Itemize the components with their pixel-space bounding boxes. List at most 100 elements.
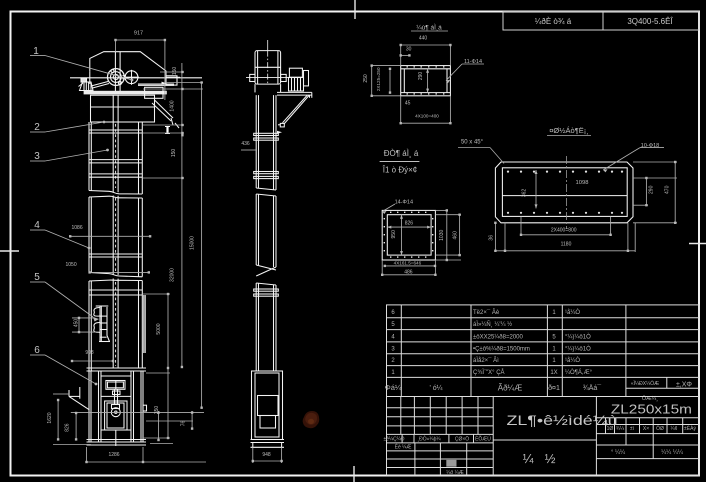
svg-text:2: 2	[34, 122, 40, 133]
svg-text:1: 1	[552, 347, 556, 353]
svg-text:1: 1	[552, 358, 556, 364]
svg-text:1286: 1286	[108, 452, 119, 458]
svg-text:±,XΦ: ±,XΦ	[676, 382, 692, 389]
svg-text:948: 948	[262, 452, 271, 458]
svg-text:436: 436	[241, 141, 250, 147]
svg-text:2X400=800: 2X400=800	[551, 228, 577, 234]
svg-text:¾Äá¯: ¾Äá¯	[583, 384, 601, 392]
svg-text:45: 45	[405, 101, 411, 107]
svg-text:5000: 5000	[156, 323, 162, 334]
svg-text:6: 6	[34, 345, 40, 356]
svg-text:2X125=250: 2X125=250	[376, 67, 381, 91]
svg-text:10-Φ18: 10-Φ18	[641, 143, 659, 149]
svg-text:4X161.5=646: 4X161.5=646	[394, 261, 422, 266]
svg-text:917: 917	[134, 31, 143, 37]
svg-text:ÈÕÆÚ: ÈÕÆÚ	[475, 436, 491, 443]
svg-text:5: 5	[391, 322, 395, 328]
svg-text:350: 350	[154, 406, 160, 415]
svg-text:¼Ò¶Á,Æ°: ¼Ò¶Á,Æ°	[565, 369, 593, 376]
svg-text:290: 290	[418, 72, 424, 81]
svg-text:486: 486	[404, 269, 413, 275]
svg-text:áÏå2×¯ Âì: áÏå2×¯ Âì	[473, 357, 499, 364]
svg-text:°¼)¼ô1Ò: °¼)¼ô1Ò	[565, 334, 591, 341]
svg-text:5: 5	[552, 335, 556, 341]
svg-text:¼ù¶ áÌ¸á: ¼ù¶ áÌ¸á	[416, 23, 442, 32]
svg-text:¼¼ ¼¼: ¼¼ ¼¼	[661, 450, 684, 456]
svg-text:950: 950	[391, 230, 397, 239]
svg-text:Τë2×¯ Âè: Τë2×¯ Âè	[473, 309, 500, 316]
svg-text:460: 460	[453, 231, 459, 240]
svg-text:4: 4	[34, 220, 40, 231]
svg-text:362: 362	[522, 189, 528, 198]
svg-text:¸ÐÒ»¼þ¼: ¸ÐÒ»¼þ¼	[417, 436, 441, 443]
svg-text:ð¤1: ð¤1	[548, 384, 560, 392]
svg-text:ZL250x15m: ZL250x15m	[611, 402, 692, 417]
svg-text:•Ç±ô%¼ð8=1500mm: •Ç±ô%¼ð8=1500mm	[473, 346, 530, 353]
svg-text:470: 470	[664, 185, 670, 194]
svg-text:1: 1	[552, 310, 556, 316]
svg-text:11-Φ14: 11-Φ14	[464, 59, 482, 65]
svg-text:¼ð ¼Æ: ¼ð ¼Æ	[446, 469, 464, 476]
svg-text:' ó¼: ' ó¼	[429, 385, 442, 392]
svg-text:° ¼¼: ° ¼¼	[611, 450, 626, 456]
svg-text:1098: 1098	[576, 180, 589, 186]
svg-text:1086: 1086	[72, 225, 83, 231]
svg-text:¹å¼Ò: ¹å¼Ò	[565, 309, 580, 316]
svg-text:76: 76	[181, 421, 187, 427]
svg-text:Ãð¼Æ: Ãð¼Æ	[498, 384, 522, 393]
svg-text:ZL¶•ê½ìdé¼ù: ZL¶•ê½ìdé¼ù	[507, 413, 618, 428]
svg-text:14-Φ14: 14-Φ14	[395, 200, 413, 206]
svg-text:±ê¼Ç¼Ð: ±ê¼Ç¼Ð	[383, 437, 404, 443]
svg-text:50 x 45°: 50 x 45°	[461, 140, 484, 146]
svg-text:15000: 15000	[190, 236, 196, 250]
svg-text:826: 826	[405, 221, 414, 227]
svg-text:¾¼: ¾¼	[616, 426, 625, 432]
svg-text:±ì: ±ì	[630, 426, 635, 432]
svg-text:¼¢: ¼¢	[671, 426, 678, 432]
svg-text:1: 1	[391, 370, 395, 376]
svg-text:1030: 1030	[439, 230, 445, 241]
svg-text:Éè ¼Æ: Éè ¼Æ	[395, 444, 412, 451]
svg-text:150: 150	[172, 67, 178, 76]
svg-text:450: 450	[74, 319, 80, 328]
svg-text:1620: 1620	[47, 412, 53, 423]
svg-text:3: 3	[391, 347, 395, 353]
svg-text:5: 5	[34, 272, 40, 283]
svg-text:Î1 ò Ðý×¢: Î1 ò Ðý×¢	[382, 166, 417, 175]
svg-text:440: 440	[419, 36, 428, 42]
svg-text:290: 290	[648, 185, 654, 194]
svg-text:998: 998	[85, 350, 94, 356]
svg-text:1Ø: 1Ø	[607, 426, 614, 432]
svg-text:¹å¼Ò: ¹å¼Ò	[565, 357, 580, 364]
svg-text:2: 2	[391, 358, 395, 364]
svg-text:1: 1	[33, 46, 39, 57]
svg-text:150: 150	[171, 149, 177, 158]
svg-text:3: 3	[34, 151, 40, 162]
svg-text:6: 6	[391, 310, 395, 316]
svg-text:ÐÒ¶ áÌ¸ á: ÐÒ¶ áÌ¸ á	[384, 149, 419, 158]
svg-text:826: 826	[65, 423, 71, 432]
svg-text:ÔÆ¼¸: ÔÆ¼¸	[642, 395, 658, 402]
svg-text:áÏ»¼Ñ¸ ¼'¼ ½: áÏ»¼Ñ¸ ¼'¼ ½	[473, 321, 512, 328]
svg-text:1050: 1050	[66, 262, 77, 268]
svg-text:±ÈÀý: ±ÈÀý	[684, 425, 696, 432]
svg-text:1180: 1180	[561, 242, 572, 248]
svg-text:36: 36	[489, 235, 495, 241]
svg-text:4X100=400: 4X100=400	[415, 114, 439, 119]
svg-text:¼: ¼	[523, 451, 534, 466]
svg-text:½: ½	[545, 451, 556, 466]
svg-text:3Q400-5.6ÊÎ: 3Q400-5.6ÊÎ	[627, 17, 673, 26]
svg-text:«Ï¼ÐX¼ÒÆ: «Ï¼ÐX¼ÒÆ	[631, 380, 659, 387]
svg-text:1X: 1X	[550, 370, 557, 376]
svg-text:ÖØ: ÖØ	[656, 425, 664, 432]
svg-text:±ôXX25¼ð8=2000: ±ôXX25¼ð8=2000	[473, 334, 524, 341]
svg-text:X×: X×	[643, 426, 649, 432]
svg-text:1400: 1400	[170, 100, 176, 111]
svg-text:250: 250	[363, 74, 369, 83]
svg-text:ÇØ×Ö: ÇØ×Ö	[455, 436, 469, 443]
svg-text:30: 30	[406, 47, 412, 53]
svg-text:32000: 32000	[170, 268, 176, 282]
svg-text:¼ðÈ ò¾ á: ¼ðÈ ò¾ á	[535, 17, 572, 26]
svg-text:4: 4	[391, 335, 395, 341]
svg-text:Φá¼: Φá¼	[385, 383, 402, 392]
